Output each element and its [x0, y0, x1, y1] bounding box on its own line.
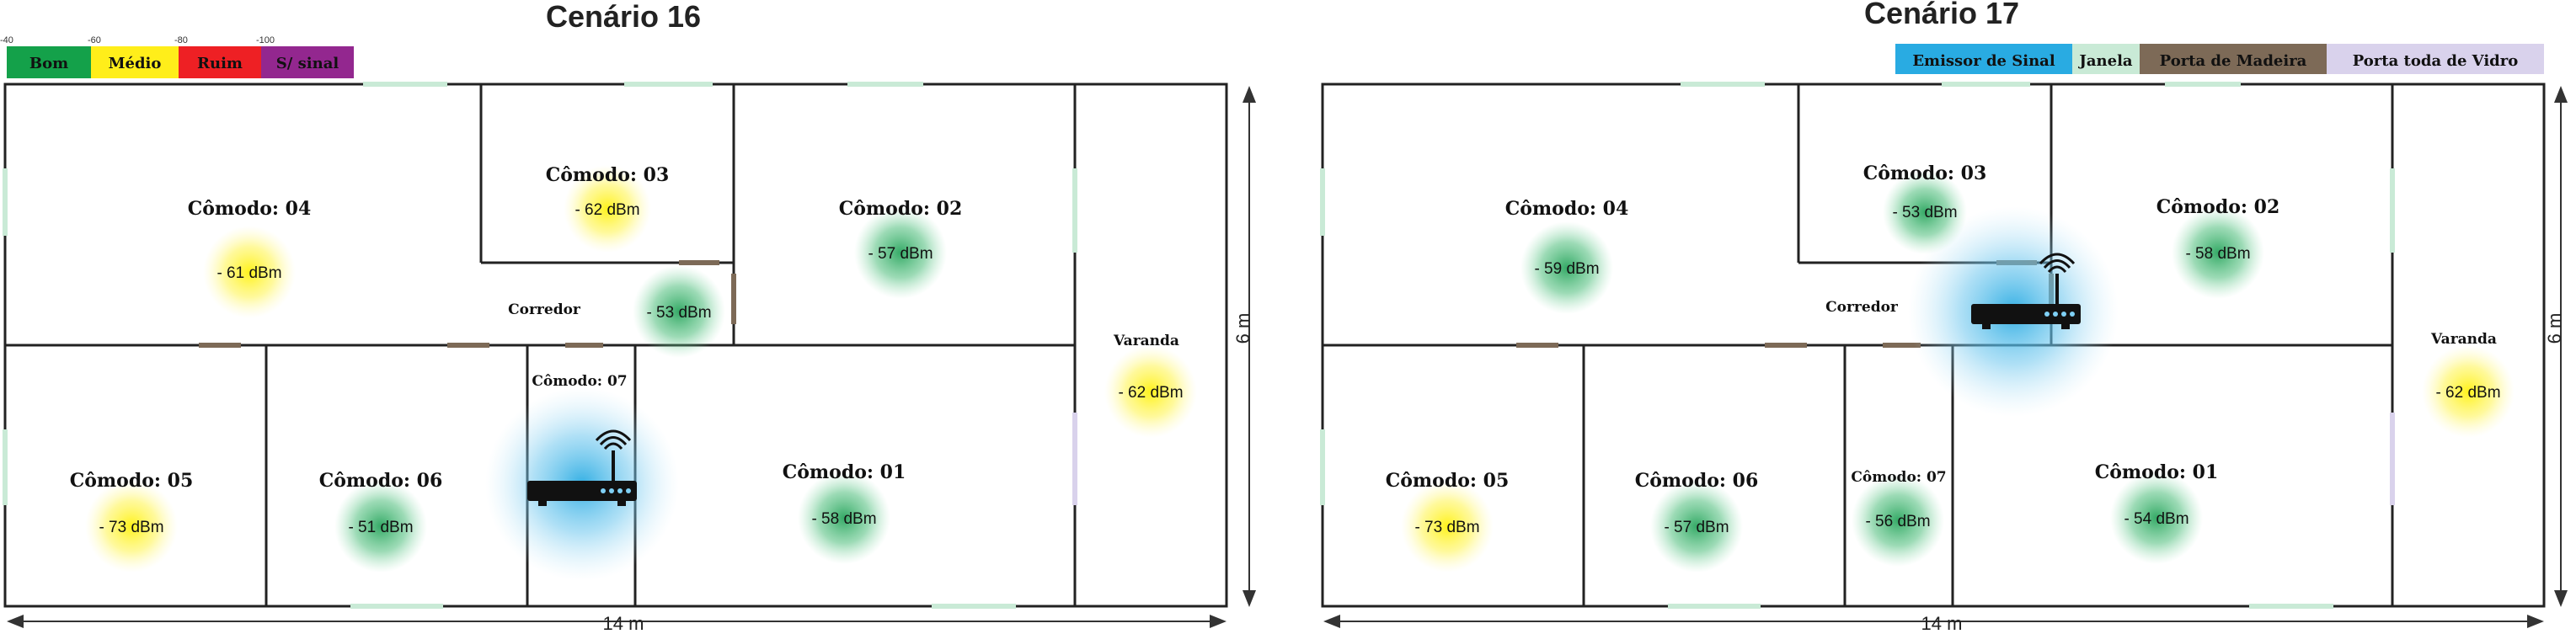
signal-value: - 51 dBm	[348, 519, 413, 536]
legend-label: S/ sinal	[276, 55, 339, 72]
room-label: Cômodo: 07	[532, 373, 627, 390]
legend-swatch-sem-sinal	[261, 46, 354, 78]
legend-swatch-janela	[2072, 44, 2140, 74]
scenario-16: Cenário 16 Cômodo: 04 - 61 dBm Cômodo: 0…	[5, 0, 1256, 634]
legend-swatch-bom	[7, 46, 91, 78]
signal-value: - 53 dBm	[646, 304, 711, 322]
signal-value: - 59 dBm	[1534, 260, 1599, 278]
room-label: Cômodo: 03	[1863, 162, 1987, 184]
signal-blob	[203, 226, 296, 318]
width-dimension: 14 m	[1323, 613, 2544, 634]
signal-blob	[334, 480, 427, 573]
signal-legend: -40 -60 -80 -100 Bom Médio Ruim S/ sinal	[0, 35, 354, 78]
legend-tick: -60	[88, 35, 101, 45]
width-label: 14 m	[1921, 613, 1963, 634]
signal-blob	[2422, 345, 2515, 438]
height-label: 6 m	[2544, 313, 2565, 344]
room-label: Corredor	[508, 301, 581, 318]
room-label: Cômodo: 02	[2156, 196, 2280, 218]
signal-value: - 58 dBm	[2185, 245, 2250, 263]
room-label: Varanda	[2430, 331, 2497, 348]
scenario-title: Cenário 16	[546, 0, 701, 34]
room-label: Cômodo: 04	[1505, 198, 1629, 220]
signal-value: - 54 dBm	[2124, 510, 2189, 528]
legend-swatch-porta-vidro	[2327, 44, 2544, 74]
scenario-title: Cenário 17	[1864, 0, 2019, 30]
signal-blob	[798, 472, 890, 564]
room-label: Cômodo: 06	[319, 470, 443, 492]
element-legend: Emissor de Sinal Janela Porta de Madeira…	[1895, 44, 2544, 74]
floor-plan: Cômodo: 04 - 59 dBm Cômodo: 03 - 53 dBm …	[1323, 84, 2544, 606]
width-label: 14 m	[603, 613, 644, 634]
signal-value: - 62 dBm	[2435, 384, 2500, 402]
room-label: Cômodo: 03	[546, 164, 670, 186]
signal-value: - 53 dBm	[1892, 204, 1957, 221]
signal-blob	[633, 265, 725, 358]
signal-blob	[1104, 345, 1197, 438]
signal-blob	[854, 206, 947, 299]
legend-label: Médio	[109, 55, 162, 72]
signal-value: - 57 dBm	[1664, 519, 1729, 536]
legend-label: Porta toda de Vidro	[2353, 52, 2519, 70]
room-label: Cômodo: 01	[2095, 461, 2219, 483]
legend-label: Bom	[29, 55, 68, 72]
room-label: Cômodo: 07	[1851, 469, 1946, 486]
signal-value: - 57 dBm	[868, 245, 933, 263]
room-label: Cômodo: 01	[783, 461, 906, 483]
room-label: Cômodo: 04	[188, 198, 312, 220]
legend-swatch-ruim	[179, 46, 261, 78]
scenario-17: Cenário 17 Cômodo: 04 - 59 dBm Cômodo: 0…	[1323, 0, 2568, 634]
legend-tick: -80	[174, 35, 188, 45]
room-label: Cômodo: 05	[1386, 470, 1510, 492]
legend-label: Ruim	[197, 55, 243, 72]
height-dimension: 6 m	[2544, 86, 2568, 607]
signal-blob	[85, 480, 178, 573]
signal-blob	[1852, 474, 1944, 567]
legend-label: Emissor de Sinal	[1912, 52, 2055, 70]
signal-value: - 73 dBm	[99, 519, 163, 536]
room-label: Cômodo: 02	[839, 198, 963, 220]
signal-value: - 62 dBm	[575, 201, 639, 219]
height-dimension: 6 m	[1232, 86, 1256, 607]
legend-label: Porta de Madeira	[2160, 52, 2307, 70]
signal-value: - 58 dBm	[811, 510, 876, 528]
signal-blob	[2172, 206, 2264, 299]
signal-value: - 62 dBm	[1118, 384, 1183, 402]
width-dimension: 14 m	[7, 613, 1227, 634]
legend-swatch-medio	[91, 46, 179, 78]
room-label: Corredor	[1825, 299, 1899, 316]
signal-blob	[2110, 472, 2203, 564]
legend-swatch-porta-madeira	[2140, 44, 2327, 74]
legend-swatch-emissor	[1895, 44, 2072, 74]
signal-blob	[1520, 221, 1613, 314]
signal-blob	[564, 165, 651, 253]
legend-tick: -100	[256, 35, 275, 45]
signal-blob	[1883, 170, 1967, 254]
legend-label: Janela	[2077, 52, 2133, 70]
signal-value: - 56 dBm	[1865, 513, 1930, 530]
room-label: Cômodo: 05	[70, 470, 194, 492]
signal-value: - 73 dBm	[1414, 519, 1479, 536]
legend-tick: -40	[0, 35, 13, 45]
signal-value: - 61 dBm	[216, 264, 281, 282]
room-label: Varanda	[1113, 333, 1179, 349]
floor-plan: Cômodo: 04 - 61 dBm Cômodo: 03 - 62 dBm …	[5, 84, 1227, 606]
signal-blob	[1650, 480, 1743, 573]
signal-blob	[1401, 480, 1494, 573]
height-label: 6 m	[1232, 313, 1253, 344]
room-label: Cômodo: 06	[1635, 470, 1759, 492]
